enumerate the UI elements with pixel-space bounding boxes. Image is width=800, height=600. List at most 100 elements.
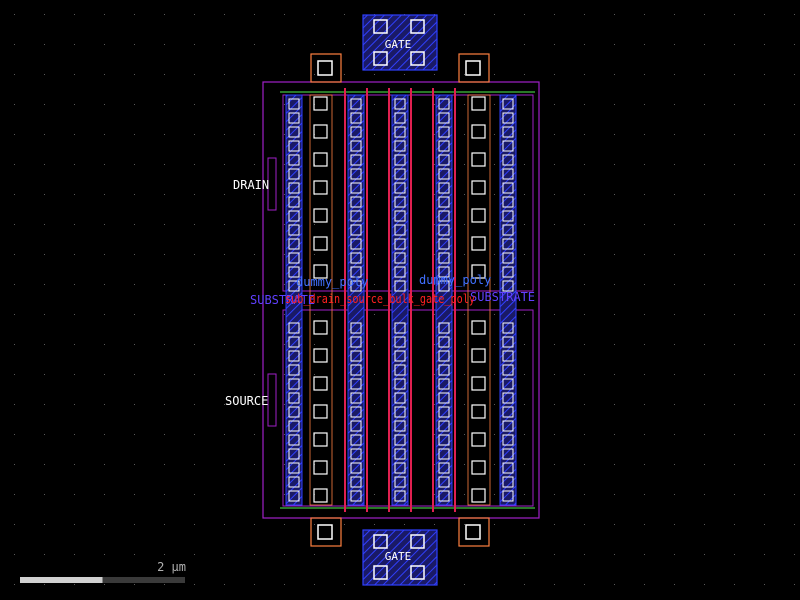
- contact: [394, 182, 406, 194]
- contact: [471, 208, 486, 223]
- contact: [438, 434, 450, 446]
- contact: [471, 460, 486, 475]
- substrate-contact-bottom-left[interactable]: [310, 517, 342, 547]
- contact: [502, 322, 514, 334]
- contact: [350, 182, 362, 194]
- contact: [394, 224, 406, 236]
- contact: [438, 140, 450, 152]
- contact: [502, 154, 514, 166]
- contact: [394, 490, 406, 502]
- contact: [350, 392, 362, 404]
- contact: [438, 210, 450, 222]
- contact: [438, 378, 450, 390]
- dummy-poly-right-label: dummy_poly: [419, 273, 491, 287]
- contact: [288, 210, 300, 222]
- contact: [313, 320, 328, 335]
- contact: [502, 112, 514, 124]
- contact: [288, 350, 300, 362]
- contact: [350, 196, 362, 208]
- contact: [288, 252, 300, 264]
- contact: [502, 224, 514, 236]
- contact: [313, 488, 328, 503]
- substrate-left-label: SUBSTRATE: [250, 293, 315, 307]
- contact: [438, 350, 450, 362]
- contact: [288, 140, 300, 152]
- contact: [394, 112, 406, 124]
- contact: [394, 336, 406, 348]
- contact: [471, 348, 486, 363]
- contact: [350, 112, 362, 124]
- contact: [502, 280, 514, 292]
- substrate-contact-top-right[interactable]: [458, 53, 490, 83]
- contact: [288, 126, 300, 138]
- contact: [471, 264, 486, 279]
- contact: [502, 490, 514, 502]
- contact: [350, 462, 362, 474]
- contact: [313, 404, 328, 419]
- contact: [350, 434, 362, 446]
- contact: [438, 196, 450, 208]
- contact: [502, 434, 514, 446]
- contact: [502, 448, 514, 460]
- contact: [394, 434, 406, 446]
- gate-pad-bottom[interactable]: GATE: [362, 529, 438, 586]
- scale-bar-label: 2 µm: [157, 560, 186, 574]
- contact: [350, 210, 362, 222]
- contact: [394, 350, 406, 362]
- contact: [394, 420, 406, 432]
- poly-gate: [366, 88, 368, 512]
- contact: [471, 152, 486, 167]
- contact: [313, 376, 328, 391]
- contact: [502, 350, 514, 362]
- contact: [350, 364, 362, 376]
- contact: [438, 168, 450, 180]
- substrate-contact-top-left[interactable]: [310, 53, 342, 83]
- contact: [438, 126, 450, 138]
- contact: [288, 322, 300, 334]
- contact: [502, 126, 514, 138]
- contact: [471, 320, 486, 335]
- contact: [438, 112, 450, 124]
- contact: [438, 448, 450, 460]
- contact: [350, 420, 362, 432]
- contact: [394, 406, 406, 418]
- contact: [288, 98, 300, 110]
- contact: [502, 238, 514, 250]
- contact: [438, 476, 450, 488]
- contact: [502, 98, 514, 110]
- contact: [502, 210, 514, 222]
- contact: [502, 364, 514, 376]
- contact: [288, 378, 300, 390]
- contact: [394, 476, 406, 488]
- dummy-poly-left-label: dummy_poly: [296, 275, 368, 289]
- contact: [471, 432, 486, 447]
- contact: [288, 336, 300, 348]
- contact: [394, 196, 406, 208]
- contact: [288, 280, 300, 292]
- contact: [394, 448, 406, 460]
- contact: [502, 252, 514, 264]
- contact: [350, 476, 362, 488]
- poly-gate: [344, 88, 346, 512]
- contact: [288, 196, 300, 208]
- substrate-contact-bottom-right[interactable]: [458, 517, 490, 547]
- contact: [313, 96, 328, 111]
- contact: [502, 378, 514, 390]
- contact: [438, 98, 450, 110]
- contact: [350, 490, 362, 502]
- contact: [313, 180, 328, 195]
- gate-pad-top[interactable]: GATE: [362, 14, 438, 71]
- contact: [438, 280, 450, 292]
- scale-bar: 2 µm: [20, 560, 186, 583]
- source-pin: [267, 373, 277, 427]
- contact: [313, 460, 328, 475]
- overlapping-net-labels: sub_drain_source_bulk_gate_poly: [285, 292, 475, 306]
- nwell-boundary: [262, 81, 540, 519]
- contact: [471, 404, 486, 419]
- contact: [350, 350, 362, 362]
- contact: [350, 448, 362, 460]
- contact: [438, 336, 450, 348]
- contact: [350, 406, 362, 418]
